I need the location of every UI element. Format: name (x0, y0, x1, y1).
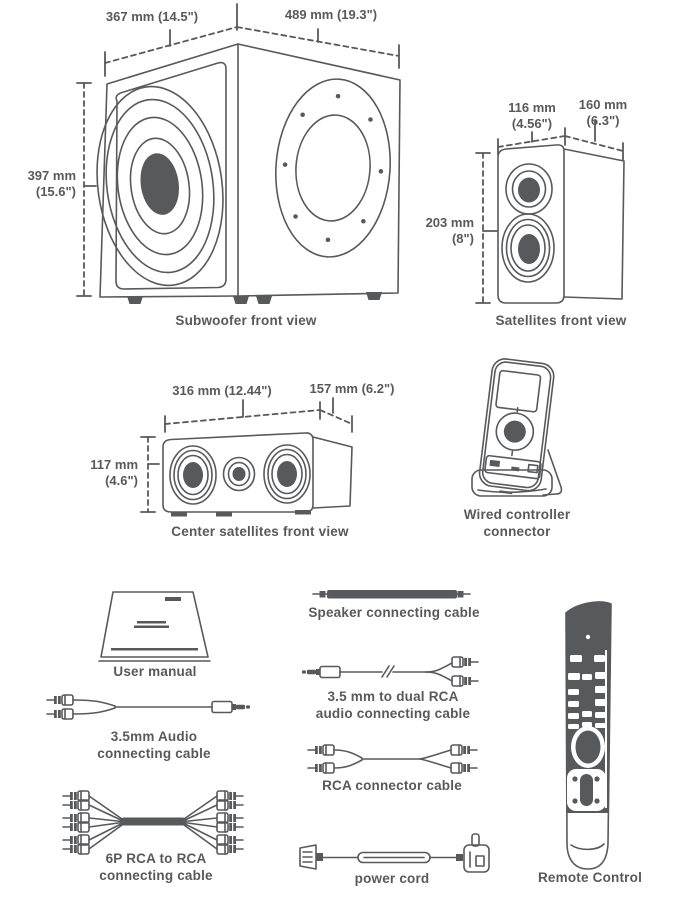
center-dimension-lines (140, 397, 353, 513)
center-right-woofer (263, 444, 311, 504)
rca-cable-caption: RCA connector cable (322, 778, 462, 793)
dual-rca-caption: 3.5 mm to dual RCA audio connecting cabl… (315, 689, 471, 721)
subwoofer-width-left-label: 367 mm (14.5") (105, 9, 199, 24)
subwoofer-caption: Subwoofer front view (175, 313, 317, 328)
remote-drawing (565, 601, 612, 870)
subwoofer-side-radiator (275, 78, 391, 258)
subwoofer-drawing (96, 43, 401, 304)
satellite-woofer (501, 213, 555, 283)
user-manual-drawing (98, 591, 211, 662)
center-caption: Center satellites front view (171, 524, 349, 539)
subwoofer-height-label: 397 mm (15.6") (27, 168, 76, 199)
center-depth-label: 157 mm (6.2") (309, 381, 395, 396)
center-width-label: 316 mm (12.44") (172, 383, 272, 398)
speaker-cable-drawing (312, 590, 471, 599)
power-cord-caption: power cord (354, 871, 430, 886)
dual-rca-cable-drawing (301, 656, 479, 687)
satellite-caption: Satellites front view (495, 313, 627, 328)
satellite-dimension-lines (475, 120, 624, 304)
controller-caption: Wired controller connector (463, 507, 571, 539)
audio-cable-caption: 3.5mm Audio connecting cable (97, 729, 211, 761)
center-height-label: 117 mm (4.6") (90, 457, 138, 488)
center-tweeter (222, 456, 256, 492)
satellite-depth-label: 160 mm (6.3") (578, 97, 628, 128)
subwoofer-front-woofer (96, 85, 224, 287)
wired-controller-drawing (471, 358, 563, 497)
satellite-front-width-label: 116 mm (4.56") (508, 100, 556, 131)
user-manual-caption: User manual (113, 664, 197, 679)
center-speaker-drawing (162, 432, 353, 517)
audio-cable-drawing (46, 694, 251, 720)
power-cord-drawing (299, 833, 490, 873)
sixp-cable-drawing (62, 790, 244, 855)
satellite-height-label: 203 mm (8") (425, 215, 474, 246)
satellite-drawing (497, 144, 625, 304)
subwoofer-dimension-lines (76, 3, 400, 297)
satellite-tweeter (505, 163, 553, 215)
subwoofer-width-right-label: 489 mm (19.3") (284, 7, 378, 22)
sixp-cable-caption: 6P RCA to RCA connecting cable (99, 851, 213, 883)
remote-caption: Remote Control (537, 870, 643, 885)
rca-cable-drawing (307, 744, 478, 774)
center-left-woofer (169, 445, 217, 505)
speaker-cable-caption: Speaker connecting cable (308, 605, 480, 620)
